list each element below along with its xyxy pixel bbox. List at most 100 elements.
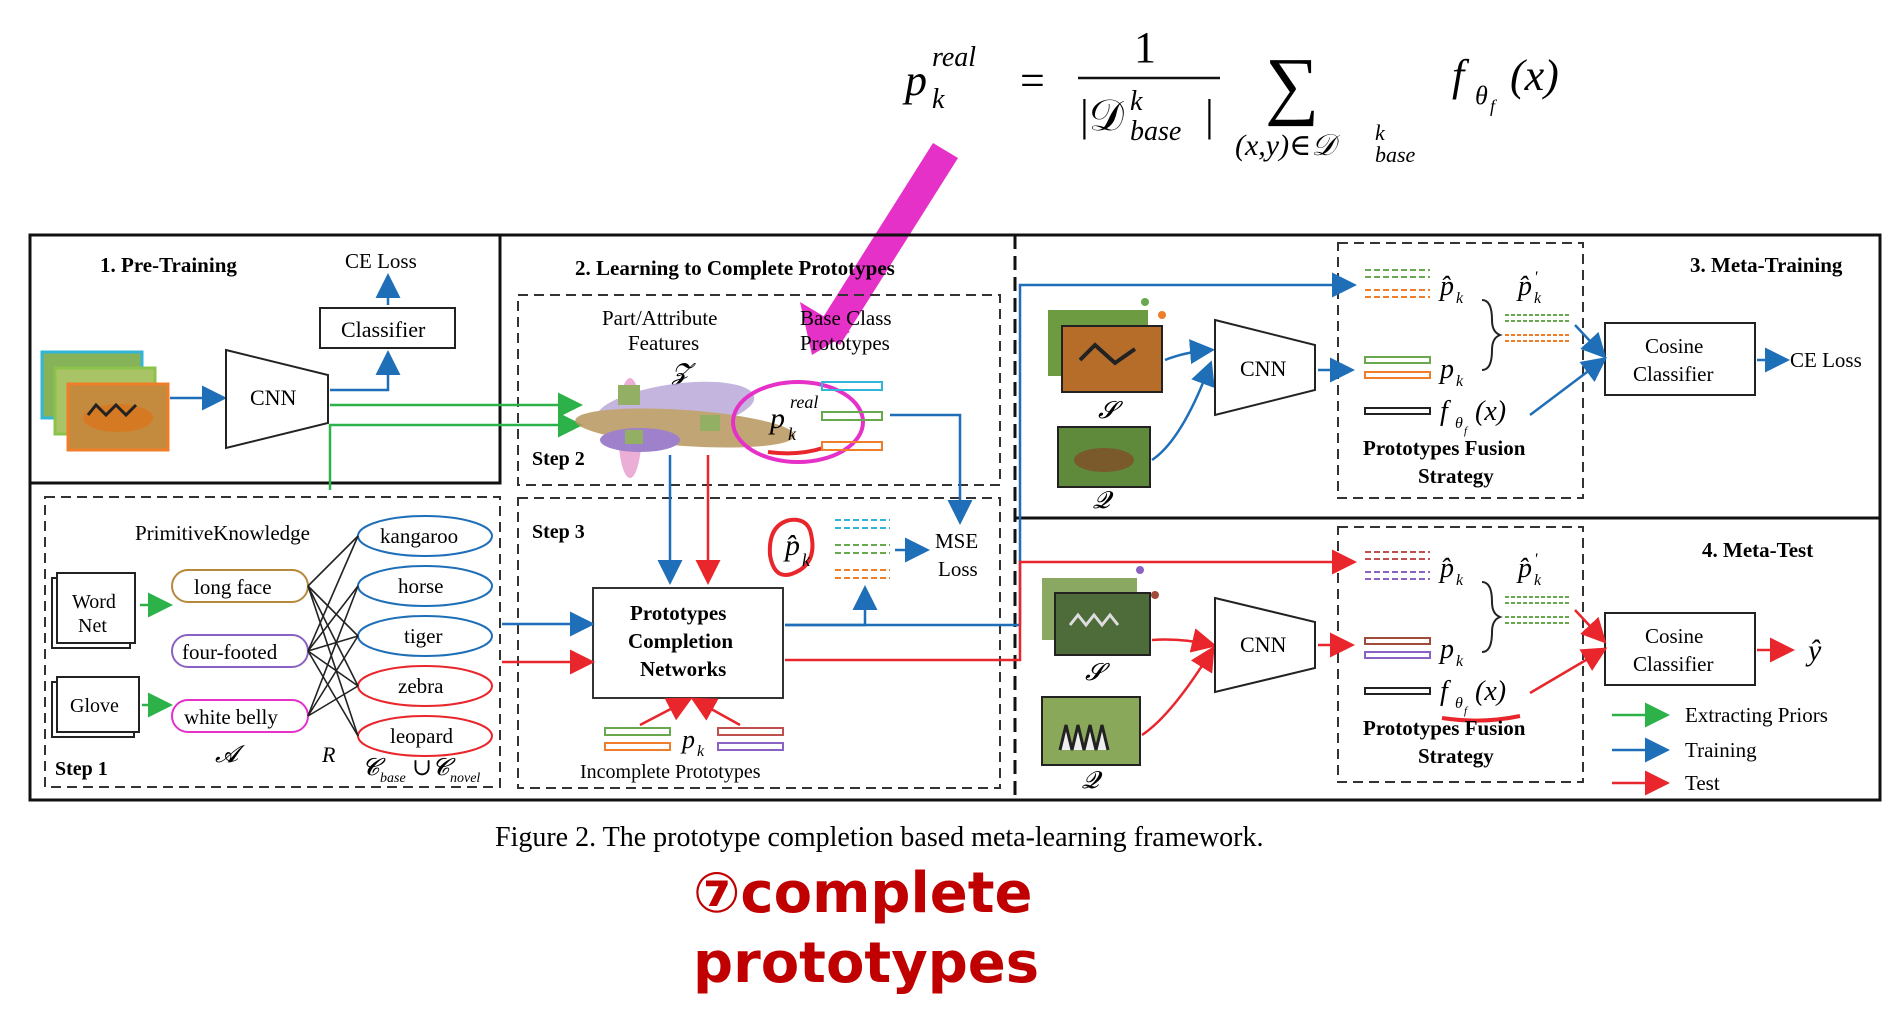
metatrain-s: 𝓢: [1098, 398, 1124, 424]
arrow-f-to-cos-test: [1529, 647, 1608, 695]
fusion-train-f-arg: (x): [1475, 396, 1506, 427]
metatrain-title: 3. Meta-Training: [1690, 253, 1843, 277]
wordnet-line1: Word: [72, 591, 116, 613]
query-image-train: [1057, 426, 1151, 488]
attribute-class-relations: [307, 535, 359, 737]
fusion-train-phatp: p̂: [1516, 271, 1532, 302]
p-hat-highlight-circle: [767, 517, 815, 577]
pcn-line3: Networks: [640, 657, 726, 681]
fusion-train-phat-sub: k: [1456, 290, 1464, 307]
incomplete-pk-sub: k: [697, 743, 705, 760]
fusion-test-line1: Prototypes Fusion: [1363, 716, 1526, 740]
arrow-q-to-cnn-test: [1141, 645, 1215, 737]
arrow-pcn-to-phat: [785, 585, 878, 627]
formula-lhs-sup: real: [932, 42, 976, 73]
class-label-2: horse: [398, 574, 444, 598]
formula-den-close: |: [1205, 91, 1214, 140]
class-label-4: zebra: [398, 674, 444, 698]
pretraining-panel: [28, 233, 502, 485]
incomplete-bar-1: [604, 727, 671, 736]
wordnet-line2: Net: [78, 615, 107, 637]
incomplete-bar-4: [717, 742, 784, 751]
part-attr-label: Part/Attribute: [602, 306, 717, 330]
glove-box-front: [56, 676, 140, 733]
fusion-train-line2: Strategy: [1418, 464, 1494, 488]
metatest-cosine-box: [1604, 612, 1756, 686]
fusion-train-f: f: [1440, 396, 1451, 427]
fusion-train-pk-sub: k: [1456, 373, 1464, 390]
r-symbol: R: [321, 742, 336, 767]
c-novel-sub: novel: [450, 771, 480, 786]
fusion-train-brace: [1481, 299, 1503, 371]
class-label-3: tiger: [404, 624, 442, 648]
proto-bar-orange: [821, 441, 883, 451]
incomplete-pk: p: [680, 725, 695, 754]
fusion-test-pk-bar-2: [1364, 651, 1431, 659]
step3-box: [517, 497, 1001, 789]
pretrain-cnn-label: CNN: [250, 385, 297, 410]
pretrain-arrow-classifier: [330, 350, 401, 392]
step2-box: [517, 294, 1001, 486]
pcn-line1: Prototypes: [630, 601, 726, 625]
metatest-cos-line1: Cosine: [1645, 624, 1703, 648]
support-images-test: [1042, 566, 1159, 656]
features-label: Features: [628, 331, 699, 355]
loss-label: Loss: [938, 557, 978, 581]
fusion-test-line2: Strategy: [1418, 744, 1494, 768]
metatrain-ce-loss: CE Loss: [1790, 348, 1862, 372]
legend-label-0: Extracting Priors: [1685, 703, 1828, 727]
formula-den-sub: base: [1130, 116, 1181, 147]
metatrain-cnn-trapezoid: [1214, 318, 1316, 417]
arrow-phatp-to-cos-test: [1574, 609, 1607, 644]
formula-func-sub: θ: [1475, 81, 1488, 110]
attr-label-2: four-footed: [182, 640, 278, 664]
metatrain-cosine-box: [1604, 322, 1756, 396]
pretrain-image-stack: [40, 350, 170, 452]
a-symbol: 𝓐: [215, 742, 246, 768]
z-symbol: 𝓩: [671, 360, 696, 386]
fusion-test-phat-bars: [1365, 551, 1430, 580]
query-image-test: [1041, 696, 1141, 766]
pretrain-cnn-trapezoid: [225, 348, 329, 450]
fusion-test-phatp-sub: k: [1534, 572, 1542, 589]
attr-label-3: white belly: [184, 705, 278, 729]
fusion-test-f-bar: [1364, 687, 1431, 695]
metatrain-cos-line2: Classifier: [1633, 362, 1713, 386]
fusion-test-phat: p̂: [1438, 553, 1454, 584]
arrow-prior-to-z: [328, 412, 583, 490]
formula-sum-under: (x,y)∈𝒟: [1235, 129, 1340, 162]
arrow-s-to-cnn-train: [1164, 339, 1215, 365]
fusion-train-phatp-bars: [1505, 314, 1570, 342]
legend-label-2: Test: [1685, 771, 1720, 795]
arrow-real-to-mse: [890, 413, 973, 525]
formula-den-sup: k: [1130, 86, 1143, 117]
step1-label: Step 1: [55, 758, 108, 780]
arrow-pcn-to-metatest: [785, 549, 1357, 662]
fusion-train-pk: p: [1438, 354, 1454, 385]
fusion-train-phatp-sub: k: [1534, 290, 1542, 307]
primitive-knowledge-label: PrimitiveKnowledge: [135, 521, 310, 545]
learning-title: 2. Learning to Complete Prototypes: [575, 256, 895, 280]
fusion-test-phatp: p̂: [1516, 553, 1532, 584]
arrow-s-to-cnn-test: [1151, 628, 1217, 653]
fusion-train-f-sub: θ: [1455, 415, 1463, 432]
fusion-test-f-subsub: f: [1464, 705, 1469, 717]
magenta-pointer-arrow: [800, 143, 958, 355]
union-symbol: ∪: [412, 755, 432, 781]
incomplete-label: Incomplete Prototypes: [580, 761, 761, 783]
proto-bar-cyan: [821, 381, 883, 391]
base-class-label: Base Class: [800, 306, 892, 330]
fusion-test-brace: [1481, 581, 1503, 653]
arrow-pcn-to-metatrain: [1018, 272, 1357, 625]
fusion-train-f-subsub: f: [1464, 425, 1469, 437]
p-hat-step3: p̂: [783, 529, 800, 562]
prototypes-label: Prototypes: [800, 331, 890, 355]
arrow-phatp-to-cos-train: [1574, 324, 1607, 359]
fusion-test-f-sub: θ: [1455, 695, 1463, 712]
fusion-train-pk-bar-1: [1364, 356, 1431, 364]
arrow-inc-to-pcn-1: [639, 697, 693, 727]
mse-label: MSE: [935, 529, 978, 553]
fusion-train-line1: Prototypes Fusion: [1363, 436, 1526, 460]
fusion-test-pk-sub: k: [1456, 653, 1464, 670]
p-real-underline: [767, 446, 824, 456]
